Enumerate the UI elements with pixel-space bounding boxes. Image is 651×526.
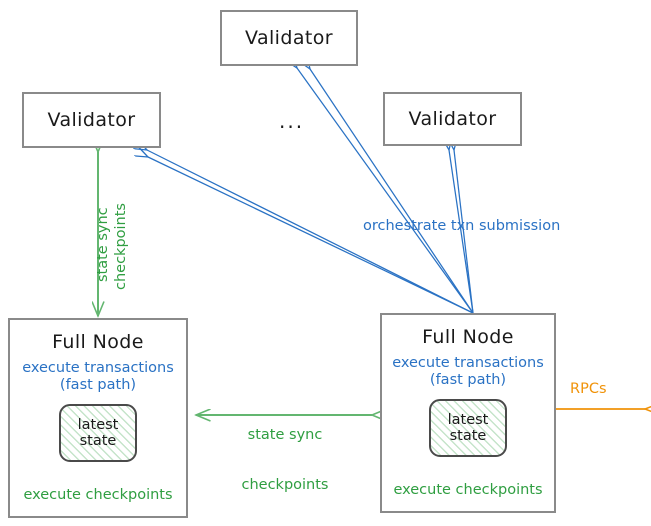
fullnode-left-chip-line1: latest (77, 416, 119, 433)
fullnode-right-fastpath-line1: execute transactions (392, 355, 544, 371)
fullnode-right-chip-line1: latest (447, 411, 489, 428)
validator-top-label: Validator (245, 27, 333, 49)
edge-label-state-sync-horizontal-line2: checkpoints (241, 477, 329, 494)
fullnode-left-fastpath-line2: (fast path) (59, 377, 137, 394)
fullnode-left-fastpath-line1: execute transactions (22, 360, 174, 376)
edge-label-orchestrate: orchestrate txn submission (363, 218, 561, 234)
validator-right-label: Validator (408, 108, 497, 130)
fullnode-right-latest-state-chip[interactable]: latest state (429, 399, 507, 458)
node-validator-top[interactable]: Validator (220, 10, 358, 66)
fullnode-right-execute-checkpoints: execute checkpoints (393, 482, 543, 498)
fullnode-left-fastpath: execute transactions (fast path) (22, 360, 174, 394)
edge-label-state-sync-horizontal-line1: state sync (247, 427, 323, 444)
fullnode-right-title: Full Node (422, 326, 514, 348)
node-fullnode-right[interactable]: Full Node execute transactions (fast pat… (380, 313, 556, 513)
fullnode-left-latest-state-chip[interactable]: latest state (59, 404, 137, 463)
fullnode-left-execute-checkpoints: execute checkpoints (23, 487, 173, 503)
node-validator-left[interactable]: Validator (22, 92, 161, 148)
edge-label-state-sync-vertical-line2: checkpoints (113, 203, 129, 290)
validator-left-label: Validator (47, 109, 136, 131)
fullnode-right-fastpath-line2: (fast path) (429, 372, 507, 389)
fullnode-right-fastpath: execute transactions (fast path) (392, 355, 544, 389)
edge-label-state-sync-horizontal: state sync checkpoints (233, 394, 337, 526)
fullnode-left-chip-line2: state (79, 433, 117, 450)
edge-label-rpcs: RPCs (570, 381, 607, 397)
node-fullnode-left[interactable]: Full Node execute transactions (fast pat… (8, 318, 188, 518)
validators-ellipsis: ... (279, 109, 305, 133)
fullnode-right-chip-line2: state (449, 428, 487, 445)
edge-label-state-sync-vertical-line1: state sync (95, 207, 111, 282)
node-validator-right[interactable]: Validator (383, 92, 522, 146)
fullnode-left-title: Full Node (52, 331, 144, 353)
